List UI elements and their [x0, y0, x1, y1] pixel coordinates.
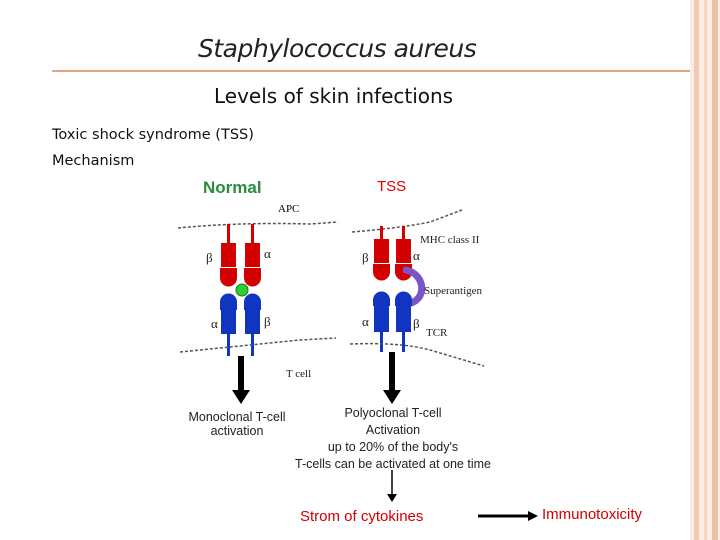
normal-tcell-label: T cell [286, 368, 311, 380]
page-subtitle: Levels of skin infections [214, 84, 454, 108]
tss-mhc-beta-symbol: β [362, 250, 369, 265]
cytokine-storm-label: Strom of cytokines [300, 508, 424, 525]
tss-mhc-beta-domain [374, 239, 389, 263]
normal-tcr-alpha-domain [221, 310, 236, 334]
normal-mhc-beta-domain [221, 243, 236, 267]
superantigen-label: Superantigen [424, 285, 483, 297]
tss-tcr-beta-symbol: β [413, 316, 420, 331]
tss-apc-membrane [351, 209, 463, 233]
normal-panel: APC β α α β T cell [177, 203, 339, 404]
normal-arrow-head [232, 390, 250, 404]
normal-mhc-beta-head [220, 268, 237, 287]
monoclonal-caption: Monoclonal T-cell activation [172, 410, 302, 438]
intro-line-mechanism: Mechanism [52, 153, 135, 169]
tss-panel: MHC class II β α Superantigen α β TCR [349, 209, 485, 404]
tss-mhc-stem-left [380, 226, 383, 240]
normal-arrow-shaft [238, 356, 244, 392]
monoclonal-caption-line1: Monoclonal T-cell [188, 410, 286, 424]
cytokine-arrow-head [387, 494, 397, 502]
normal-tcr-stem-left [227, 334, 230, 356]
tss-mhc-stem-right [402, 226, 405, 240]
immunotoxicity-label: Immunotoxicity [542, 506, 643, 523]
normal-mhc-stem-left [227, 224, 230, 244]
right-border-stripes [690, 0, 720, 540]
polyclonal-caption: Polyoclonal T-cell Activation up to 20% … [282, 405, 504, 473]
normal-apc-label: APC [278, 203, 299, 215]
normal-tcr-alpha-head [220, 293, 237, 310]
page-title: Staphylococcus aureus [198, 34, 477, 63]
normal-tcr-beta-head [244, 293, 261, 310]
normal-tcell-membrane [179, 337, 337, 353]
normal-tcr-beta-symbol: β [264, 314, 271, 329]
monoclonal-caption-line2: activation [210, 424, 264, 438]
tss-mhc-beta-head [373, 264, 390, 281]
tss-tcr-stem-left [380, 332, 383, 352]
tcr-label: TCR [426, 327, 448, 339]
normal-mhc-beta-symbol: β [206, 250, 213, 265]
normal-mhc-alpha-symbol: α [264, 246, 271, 261]
tss-tcr-alpha-domain [374, 306, 389, 332]
tss-mhc-label: MHC class II [420, 234, 480, 246]
tss-mhc-alpha-symbol: α [413, 248, 420, 263]
tss-arrow-shaft [389, 352, 395, 392]
normal-label: Normal [203, 178, 262, 197]
immunotoxicity-arrow-head [528, 511, 538, 521]
normal-tcr-alpha-symbol: α [211, 316, 218, 331]
polyclonal-caption-line1: Polyoclonal T-cell [344, 406, 442, 420]
intro-line-tss: Toxic shock syndrome (TSS) [52, 127, 254, 143]
tss-tcell-membrane [349, 342, 485, 367]
tss-tcr-alpha-symbol: α [362, 314, 369, 329]
tss-tcr-stem-right [402, 332, 405, 352]
normal-mhc-stem-right [251, 224, 254, 244]
tss-arrow-head [383, 390, 401, 404]
tss-tcr-beta-domain [396, 306, 411, 332]
normal-mhc-alpha-head [244, 268, 261, 287]
polyclonal-caption-line3: up to 20% of the body's [327, 440, 459, 454]
title-divider [52, 70, 690, 72]
polyclonal-caption-line4: T-cells can be activated at one time [295, 457, 491, 471]
normal-apc-membrane [177, 221, 339, 229]
polyclonal-caption-line2: Activation [365, 423, 421, 437]
tss-label: TSS [377, 178, 407, 195]
tss-tcr-alpha-head [373, 291, 390, 306]
normal-mhc-alpha-domain [245, 243, 260, 267]
tss-mhc-alpha-domain [396, 239, 411, 263]
tss-tcr-beta-head [395, 291, 412, 306]
normal-tcr-beta-domain [245, 310, 260, 334]
normal-peptide [235, 283, 249, 297]
